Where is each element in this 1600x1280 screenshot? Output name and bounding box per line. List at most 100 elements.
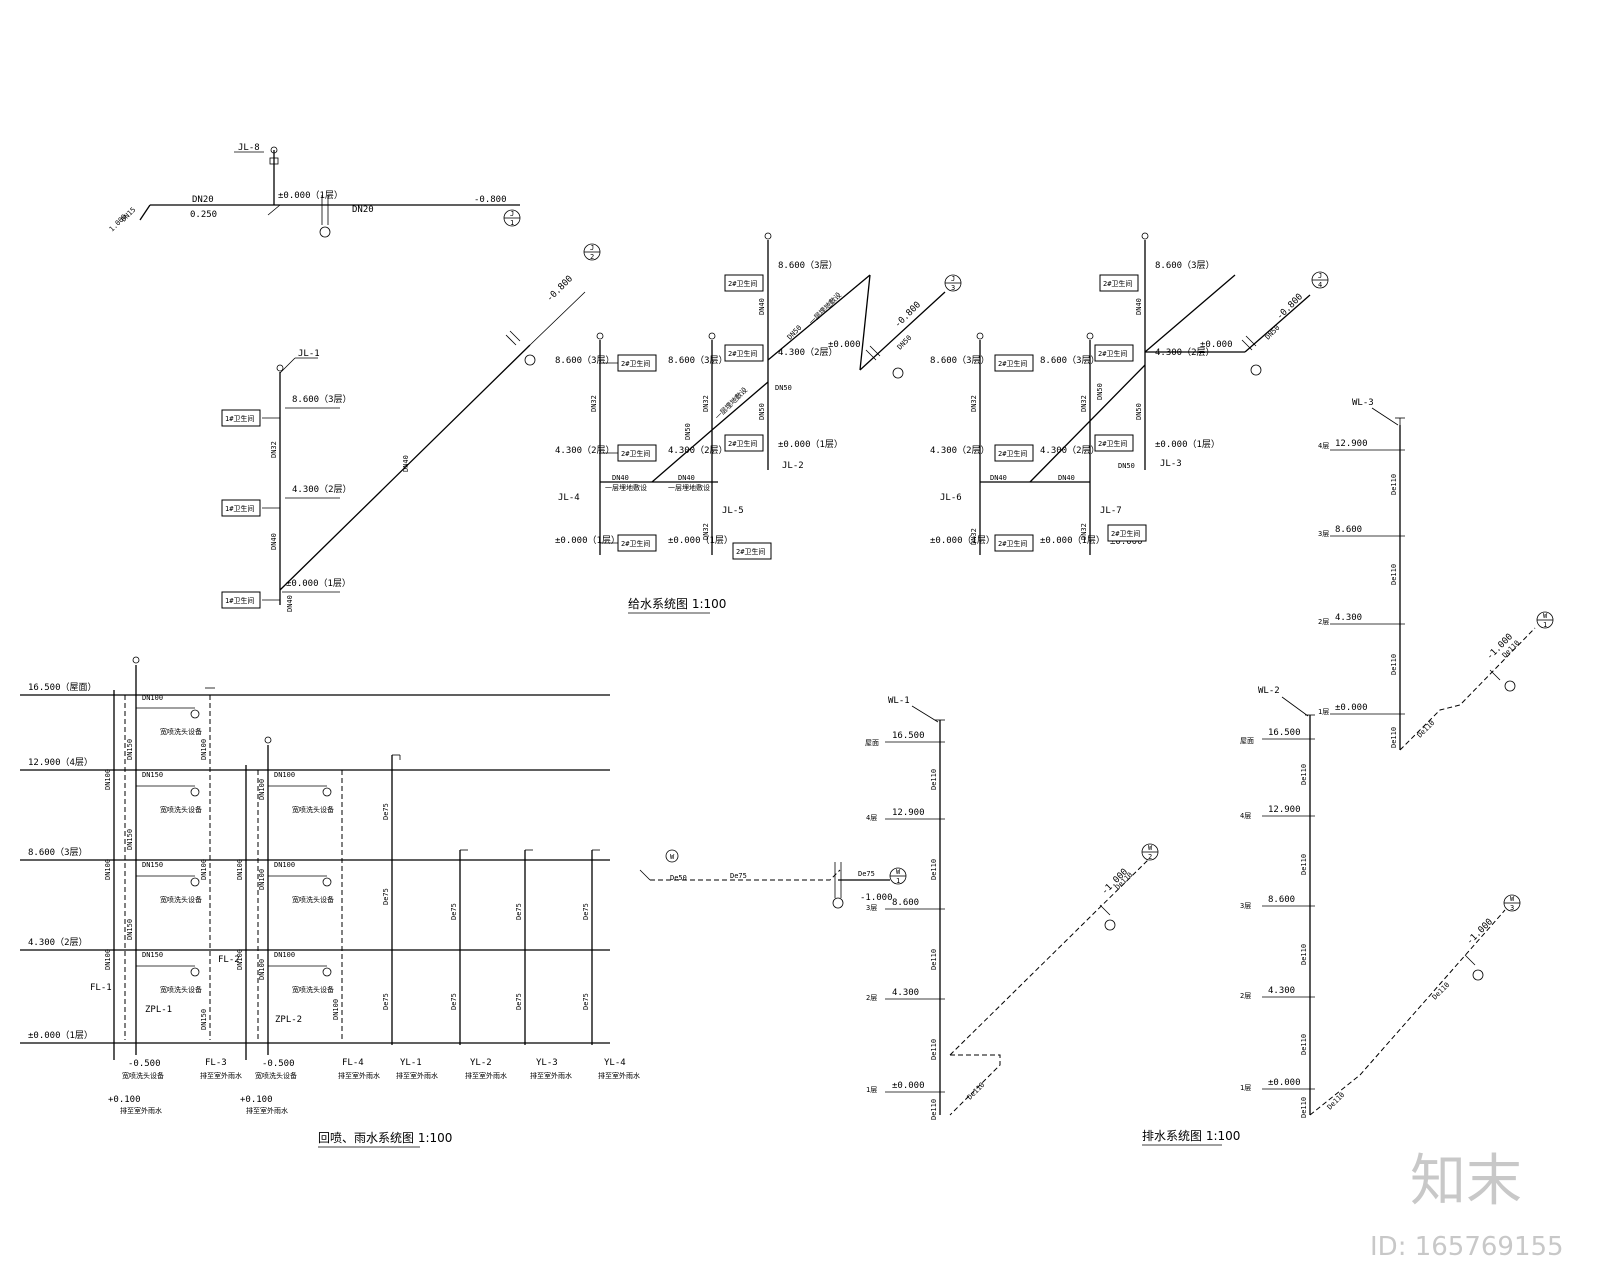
svg-text:De75: De75	[382, 888, 390, 905]
svg-text:2#卫生间: 2#卫生间	[998, 359, 1027, 368]
svg-text:+0.100: +0.100	[108, 1095, 141, 1105]
svg-text:排至室外雨水: 排至室外雨水	[200, 1071, 242, 1080]
svg-text:J: J	[1318, 272, 1322, 280]
svg-text:3层: 3层	[1318, 530, 1329, 538]
svg-text:DN40: DN40	[286, 595, 294, 612]
svg-text:DN40: DN40	[612, 474, 629, 482]
svg-text:屋面: 屋面	[865, 739, 879, 747]
svg-text:1#卫生间: 1#卫生间	[225, 596, 254, 605]
svg-text:De50: De50	[670, 874, 687, 882]
svg-text:De110: De110	[930, 859, 938, 880]
svg-text:De75: De75	[582, 993, 590, 1010]
svg-text:4.300（2层）: 4.300（2层）	[778, 347, 838, 358]
svg-text:-0.500: -0.500	[262, 1059, 295, 1069]
svg-text:宽喷洗头设备: 宽喷洗头设备	[292, 805, 334, 814]
svg-text:De110: De110	[1300, 854, 1308, 875]
svg-text:De75: De75	[382, 803, 390, 820]
svg-text:排至室外雨水: 排至室外雨水	[338, 1071, 380, 1080]
svg-text:DN40: DN40	[678, 474, 695, 482]
svg-text:DN100: DN100	[274, 861, 295, 869]
svg-text:De110: De110	[1390, 654, 1398, 675]
svg-text:8.600（3层）: 8.600（3层）	[555, 355, 615, 366]
svg-text:De110: De110	[1300, 764, 1308, 785]
svg-text:宽喷洗头设备: 宽喷洗头设备	[160, 895, 202, 904]
watermark-logo: 知末	[1410, 1149, 1522, 1214]
label-fl4: FL-4	[342, 1058, 364, 1068]
svg-text:DN100: DN100	[104, 769, 112, 790]
svg-text:De110: De110	[930, 1099, 938, 1120]
level-jl1-3f: 8.600（3层）	[292, 394, 352, 405]
svg-text:W: W	[1510, 895, 1515, 903]
svg-text:DN40: DN40	[1135, 298, 1143, 315]
svg-text:±0.000: ±0.000	[1200, 340, 1233, 350]
title-drainage-system: 排水系统图 1:100	[1142, 1129, 1240, 1143]
svg-text:DN40: DN40	[990, 474, 1007, 482]
svg-text:宽喷洗头设备: 宽喷洗头设备	[255, 1071, 297, 1080]
svg-text:2层: 2层	[1240, 992, 1251, 1000]
svg-text:2#卫生间: 2#卫生间	[728, 439, 757, 448]
svg-text:2#卫生间: 2#卫生间	[736, 547, 765, 556]
pipe-label-dn15: DN15	[120, 206, 138, 224]
svg-text:DN100: DN100	[274, 951, 295, 959]
svg-text:DN150: DN150	[142, 861, 163, 869]
svg-text:2层: 2层	[866, 994, 877, 1002]
drain-horizontal-group: W De50 De75 De75 -1.000 W 1	[639, 849, 907, 909]
svg-text:De75: De75	[858, 870, 875, 878]
label-jl8: JL-8	[238, 143, 260, 153]
level-rain-3f: 8.600（3层）	[28, 847, 88, 858]
svg-text:宽喷洗头设备: 宽喷洗头设备	[160, 805, 202, 814]
svg-text:1#卫生间: 1#卫生间	[225, 414, 254, 423]
svg-text:DN100: DN100	[258, 779, 266, 800]
level-rain-roof: 16.500（屋面）	[28, 682, 97, 693]
svg-text:4.300（2层）: 4.300（2层）	[668, 445, 728, 456]
label-wl3: WL-3	[1352, 398, 1374, 408]
svg-text:2#卫生间: 2#卫生间	[1103, 279, 1132, 288]
svg-text:4.300（2层）: 4.300（2层）	[930, 445, 990, 456]
svg-text:一层埋地敷设: 一层埋地敷设	[668, 483, 710, 492]
label-jl4: JL-4	[558, 493, 580, 503]
pipe-label-dn20-b: DN20	[352, 205, 374, 215]
svg-text:De75: De75	[382, 993, 390, 1010]
equipment-zpl1-roof: DN100 宽喷洗头设备	[136, 694, 202, 736]
svg-text:1层: 1层	[1318, 708, 1329, 716]
svg-text:12.900: 12.900	[1268, 805, 1301, 815]
svg-text:De110: De110	[1300, 1034, 1308, 1055]
svg-text:W: W	[1148, 844, 1153, 852]
label-fl3: FL-3	[205, 1058, 227, 1068]
svg-text:DN50: DN50	[896, 334, 914, 352]
svg-text:排至室外雨水: 排至室外雨水	[396, 1071, 438, 1080]
level-025: 0.250	[190, 210, 217, 220]
svg-text:DN100: DN100	[236, 949, 244, 970]
svg-text:8.600: 8.600	[1335, 525, 1362, 535]
svg-text:De110: De110	[930, 949, 938, 970]
svg-text:8.600（3层）: 8.600（3层）	[1155, 260, 1215, 271]
svg-text:DN100: DN100	[200, 859, 208, 880]
svg-text:1: 1	[1543, 621, 1547, 629]
svg-text:De75: De75	[515, 903, 523, 920]
riser-jl2-jl4-jl5-group: JL-4 8.600（3层） 4.300（2层） ±0.000（1层） 2#卫生…	[555, 232, 962, 560]
svg-text:J: J	[951, 275, 955, 283]
svg-text:De75: De75	[450, 993, 458, 1010]
level-jl1-2f: 4.300（2层）	[292, 484, 352, 495]
svg-text:DN100: DN100	[104, 949, 112, 970]
svg-text:16.500: 16.500	[1268, 728, 1301, 738]
svg-text:DN100: DN100	[332, 999, 340, 1020]
svg-text:De75: De75	[730, 872, 747, 880]
svg-text:DN50: DN50	[1264, 324, 1282, 342]
watermark-id: ID: 165769155	[1370, 1232, 1564, 1262]
svg-text:DN50: DN50	[758, 403, 766, 420]
svg-text:DN32: DN32	[590, 395, 598, 412]
svg-text:±0.000: ±0.000	[892, 1081, 925, 1091]
svg-text:DN100: DN100	[236, 859, 244, 880]
svg-text:DN150: DN150	[142, 951, 163, 959]
svg-text:DN40: DN40	[270, 533, 278, 550]
level-jl1-1f: ±0.000（1层）	[286, 578, 351, 589]
svg-text:DN150: DN150	[126, 739, 134, 760]
label-fl2: FL-2	[218, 955, 240, 965]
svg-text:2#卫生间: 2#卫生间	[998, 449, 1027, 458]
svg-text:4层: 4层	[1318, 442, 1329, 450]
svg-text:4.300: 4.300	[1268, 986, 1295, 996]
svg-text:DN150: DN150	[142, 771, 163, 779]
label-jl5: JL-5	[722, 506, 744, 516]
